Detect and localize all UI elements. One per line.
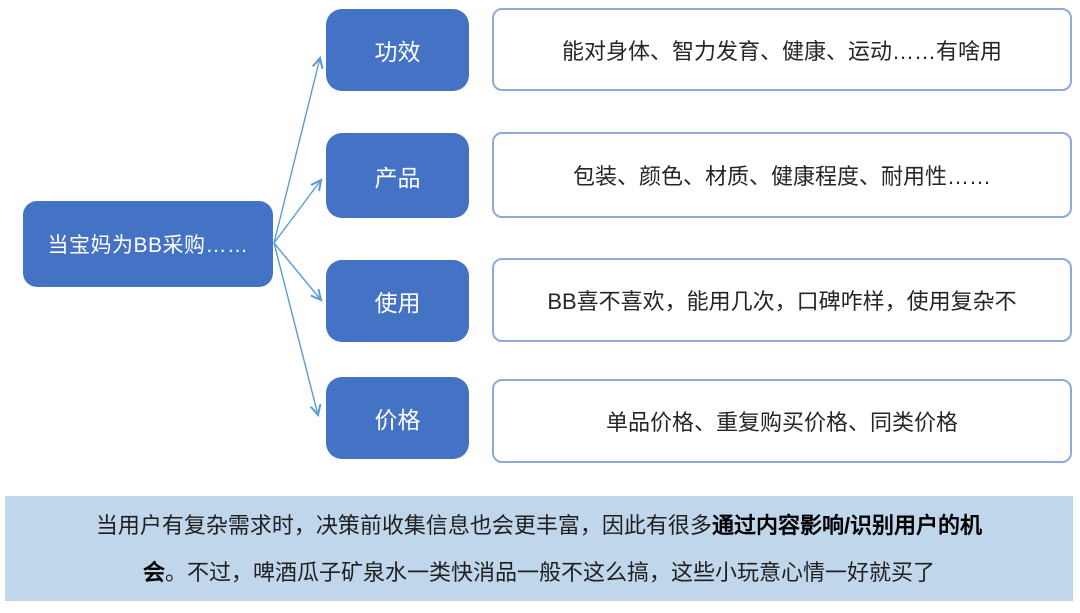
branch-label: 功效 — [374, 39, 421, 65]
detail-box-price: 单品价格、重复购买价格、同类价格 — [492, 379, 1072, 463]
root-node-label: 当宝妈为BB采购…… — [47, 234, 249, 257]
footer-note: 当用户有复杂需求时，决策前收集信息也会更丰富，因此有很多通过内容影响/识别用户的… — [5, 496, 1073, 601]
arrow-to-price — [273, 242, 318, 415]
footer-line-1: 当用户有复杂需求时，决策前收集信息也会更丰富，因此有很多通过内容影响/识别用户的… — [96, 502, 982, 549]
detail-text: 能对身体、智力发育、健康、运动……有啥用 — [561, 38, 1002, 64]
detail-text: 单品价格、重复购买价格、同类价格 — [605, 410, 958, 435]
arrow-to-product — [273, 180, 321, 244]
branch-node-product: 产品 — [326, 133, 469, 218]
footer-line1-bold: 通过内容影响/识别用户的机 — [711, 512, 983, 538]
root-node: 当宝妈为BB采购…… — [23, 201, 273, 287]
branch-label: 使用 — [374, 290, 421, 316]
detail-box-product: 包装、颜色、材质、健康程度、耐用性…… — [492, 132, 1072, 218]
branch-label: 产品 — [374, 164, 421, 191]
branch-node-price: 价格 — [326, 377, 469, 459]
detail-text: BB喜不喜欢，能用几次，口碑咋样，使用复杂不 — [547, 289, 1017, 314]
branch-node-usage: 使用 — [326, 260, 469, 342]
arrow-to-usage — [273, 242, 321, 300]
footer-line2-regular: 。不过，啤酒瓜子矿泉水一类快消品一般不这么搞，这些小玩意心情一好就买了 — [165, 559, 936, 585]
footer-line-2: 会。不过，啤酒瓜子矿泉水一类快消品一般不这么搞，这些小玩意心情一好就买了 — [143, 549, 935, 596]
detail-text: 包装、颜色、材质、健康程度、耐用性…… — [572, 164, 991, 189]
footer-line1-regular: 当用户有复杂需求时，决策前收集信息也会更丰富，因此有很多 — [95, 512, 712, 538]
branch-node-efficacy: 功效 — [326, 9, 469, 91]
branch-label: 价格 — [374, 407, 421, 433]
arrow-to-efficacy — [273, 58, 320, 244]
detail-box-usage: BB喜不喜欢，能用几次，口碑咋样，使用复杂不 — [492, 258, 1072, 342]
footer-line2-bold: 会 — [142, 559, 165, 585]
detail-box-efficacy: 能对身体、智力发育、健康、运动……有啥用 — [492, 8, 1072, 91]
